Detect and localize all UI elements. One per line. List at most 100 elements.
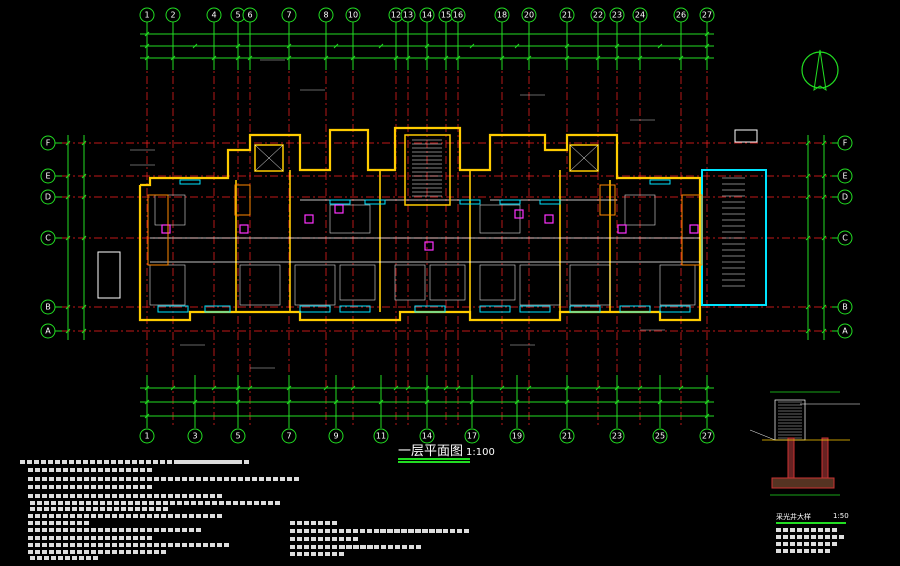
note-text-glyph <box>72 501 77 505</box>
note-text-glyph <box>790 535 795 539</box>
light-well-detail <box>749 391 860 496</box>
note-text-glyph <box>77 528 82 532</box>
axis-bottom-19-label: 19 <box>512 432 522 441</box>
note-text-glyph <box>361 545 366 549</box>
note-text-glyph <box>163 501 168 505</box>
note-text-glyph <box>304 537 309 541</box>
window <box>299 305 331 313</box>
note-text-glyph <box>121 507 126 511</box>
axis-top-13-label: 13 <box>403 11 413 20</box>
note-text-glyph <box>318 529 323 533</box>
note-text-glyph <box>133 550 138 554</box>
note-text-glyph <box>804 542 809 546</box>
axis-bottom-27-circle <box>699 428 715 444</box>
note-text-glyph <box>56 550 61 554</box>
detail-title: 采光井大样 <box>776 513 811 521</box>
note-text-glyph <box>20 460 25 464</box>
note-text-glyph <box>347 545 352 549</box>
note-text-glyph <box>70 514 75 518</box>
note-text-glyph <box>311 521 316 525</box>
note-text-glyph <box>93 501 98 505</box>
note-text-glyph <box>133 514 138 518</box>
axis-right-F-label: F <box>843 139 848 148</box>
note-text-glyph <box>217 494 222 498</box>
dimension-tick <box>170 385 176 391</box>
note-text-glyph <box>394 529 399 533</box>
dimension-tick <box>637 385 643 391</box>
note-text-glyph <box>119 468 124 472</box>
axis-right-D-label: D <box>842 193 848 202</box>
note-text-glyph <box>203 494 208 498</box>
note-text-glyph <box>168 543 173 547</box>
axis-top-1-circle <box>139 7 155 23</box>
balcony-rail <box>147 194 169 266</box>
note-text-glyph <box>825 535 830 539</box>
axis-top-20-circle <box>521 7 537 23</box>
note-text-glyph <box>189 477 194 481</box>
axis-right-B-label: B <box>842 303 848 312</box>
note-text-glyph <box>280 477 285 481</box>
note-text-glyph <box>153 460 158 464</box>
note-text-glyph <box>161 514 166 518</box>
note-text-glyph <box>161 550 166 554</box>
note-text-glyph <box>401 529 406 533</box>
general-notes <box>20 460 844 560</box>
note-text-glyph <box>93 556 98 560</box>
dimension-tick <box>821 304 827 310</box>
note-text-glyph <box>797 549 802 553</box>
balcony-rail <box>234 184 251 216</box>
note-text-glyph <box>77 543 82 547</box>
note-text-glyph <box>776 542 781 546</box>
axis-top-23-label: 23 <box>612 11 622 20</box>
detail-title-underline <box>776 522 846 524</box>
note-text-glyph <box>196 494 201 498</box>
axis-top-2-circle <box>165 7 181 23</box>
note-text-glyph <box>195 460 200 464</box>
note-text-glyph <box>832 542 837 546</box>
window <box>479 305 511 313</box>
note-text-glyph <box>84 494 89 498</box>
note-text-glyph <box>28 543 33 547</box>
note-text-glyph <box>135 501 140 505</box>
dimension-tick <box>81 235 87 241</box>
exterior-wall <box>138 126 702 322</box>
note-text-glyph <box>416 545 421 549</box>
furniture <box>329 204 371 234</box>
note-text-glyph <box>196 528 201 532</box>
note-text-glyph <box>233 501 238 505</box>
axis-bottom-17-circle <box>464 428 480 444</box>
axis-bottom-1-label: 1 <box>144 432 149 441</box>
note-text-glyph <box>112 485 117 489</box>
note-text-glyph <box>126 477 131 481</box>
note-text-glyph <box>818 535 823 539</box>
note-text-glyph <box>147 477 152 481</box>
note-text-glyph <box>182 477 187 481</box>
note-text-glyph <box>107 501 112 505</box>
note-text-glyph <box>128 501 133 505</box>
axis-top-14-circle <box>419 7 435 23</box>
note-text-glyph <box>206 460 211 464</box>
note-text-glyph <box>217 514 222 518</box>
note-text-glyph <box>105 468 110 472</box>
axis-left-F-label: F <box>46 139 51 148</box>
pit-wall-right <box>821 437 829 481</box>
axis-top-13-circle <box>400 7 416 23</box>
axis-top-7-label: 7 <box>286 11 291 20</box>
note-text-glyph <box>42 550 47 554</box>
note-text-glyph <box>97 460 102 464</box>
axis-bottom-7-label: 7 <box>286 432 291 441</box>
elevator-shaft <box>569 144 599 172</box>
note-text-glyph <box>91 536 96 540</box>
window <box>649 179 671 185</box>
note-text-glyph <box>304 552 309 556</box>
note-text-glyph <box>119 543 124 547</box>
note-text-glyph <box>790 549 795 553</box>
note-text-glyph <box>818 542 823 546</box>
note-text-glyph <box>119 485 124 489</box>
axis-top-8-label: 8 <box>323 11 328 20</box>
note-text-glyph <box>76 460 81 464</box>
axis-bottom-11-label: 11 <box>376 432 386 441</box>
note-text-glyph <box>107 507 112 511</box>
axis-left-E-label: E <box>45 172 50 181</box>
